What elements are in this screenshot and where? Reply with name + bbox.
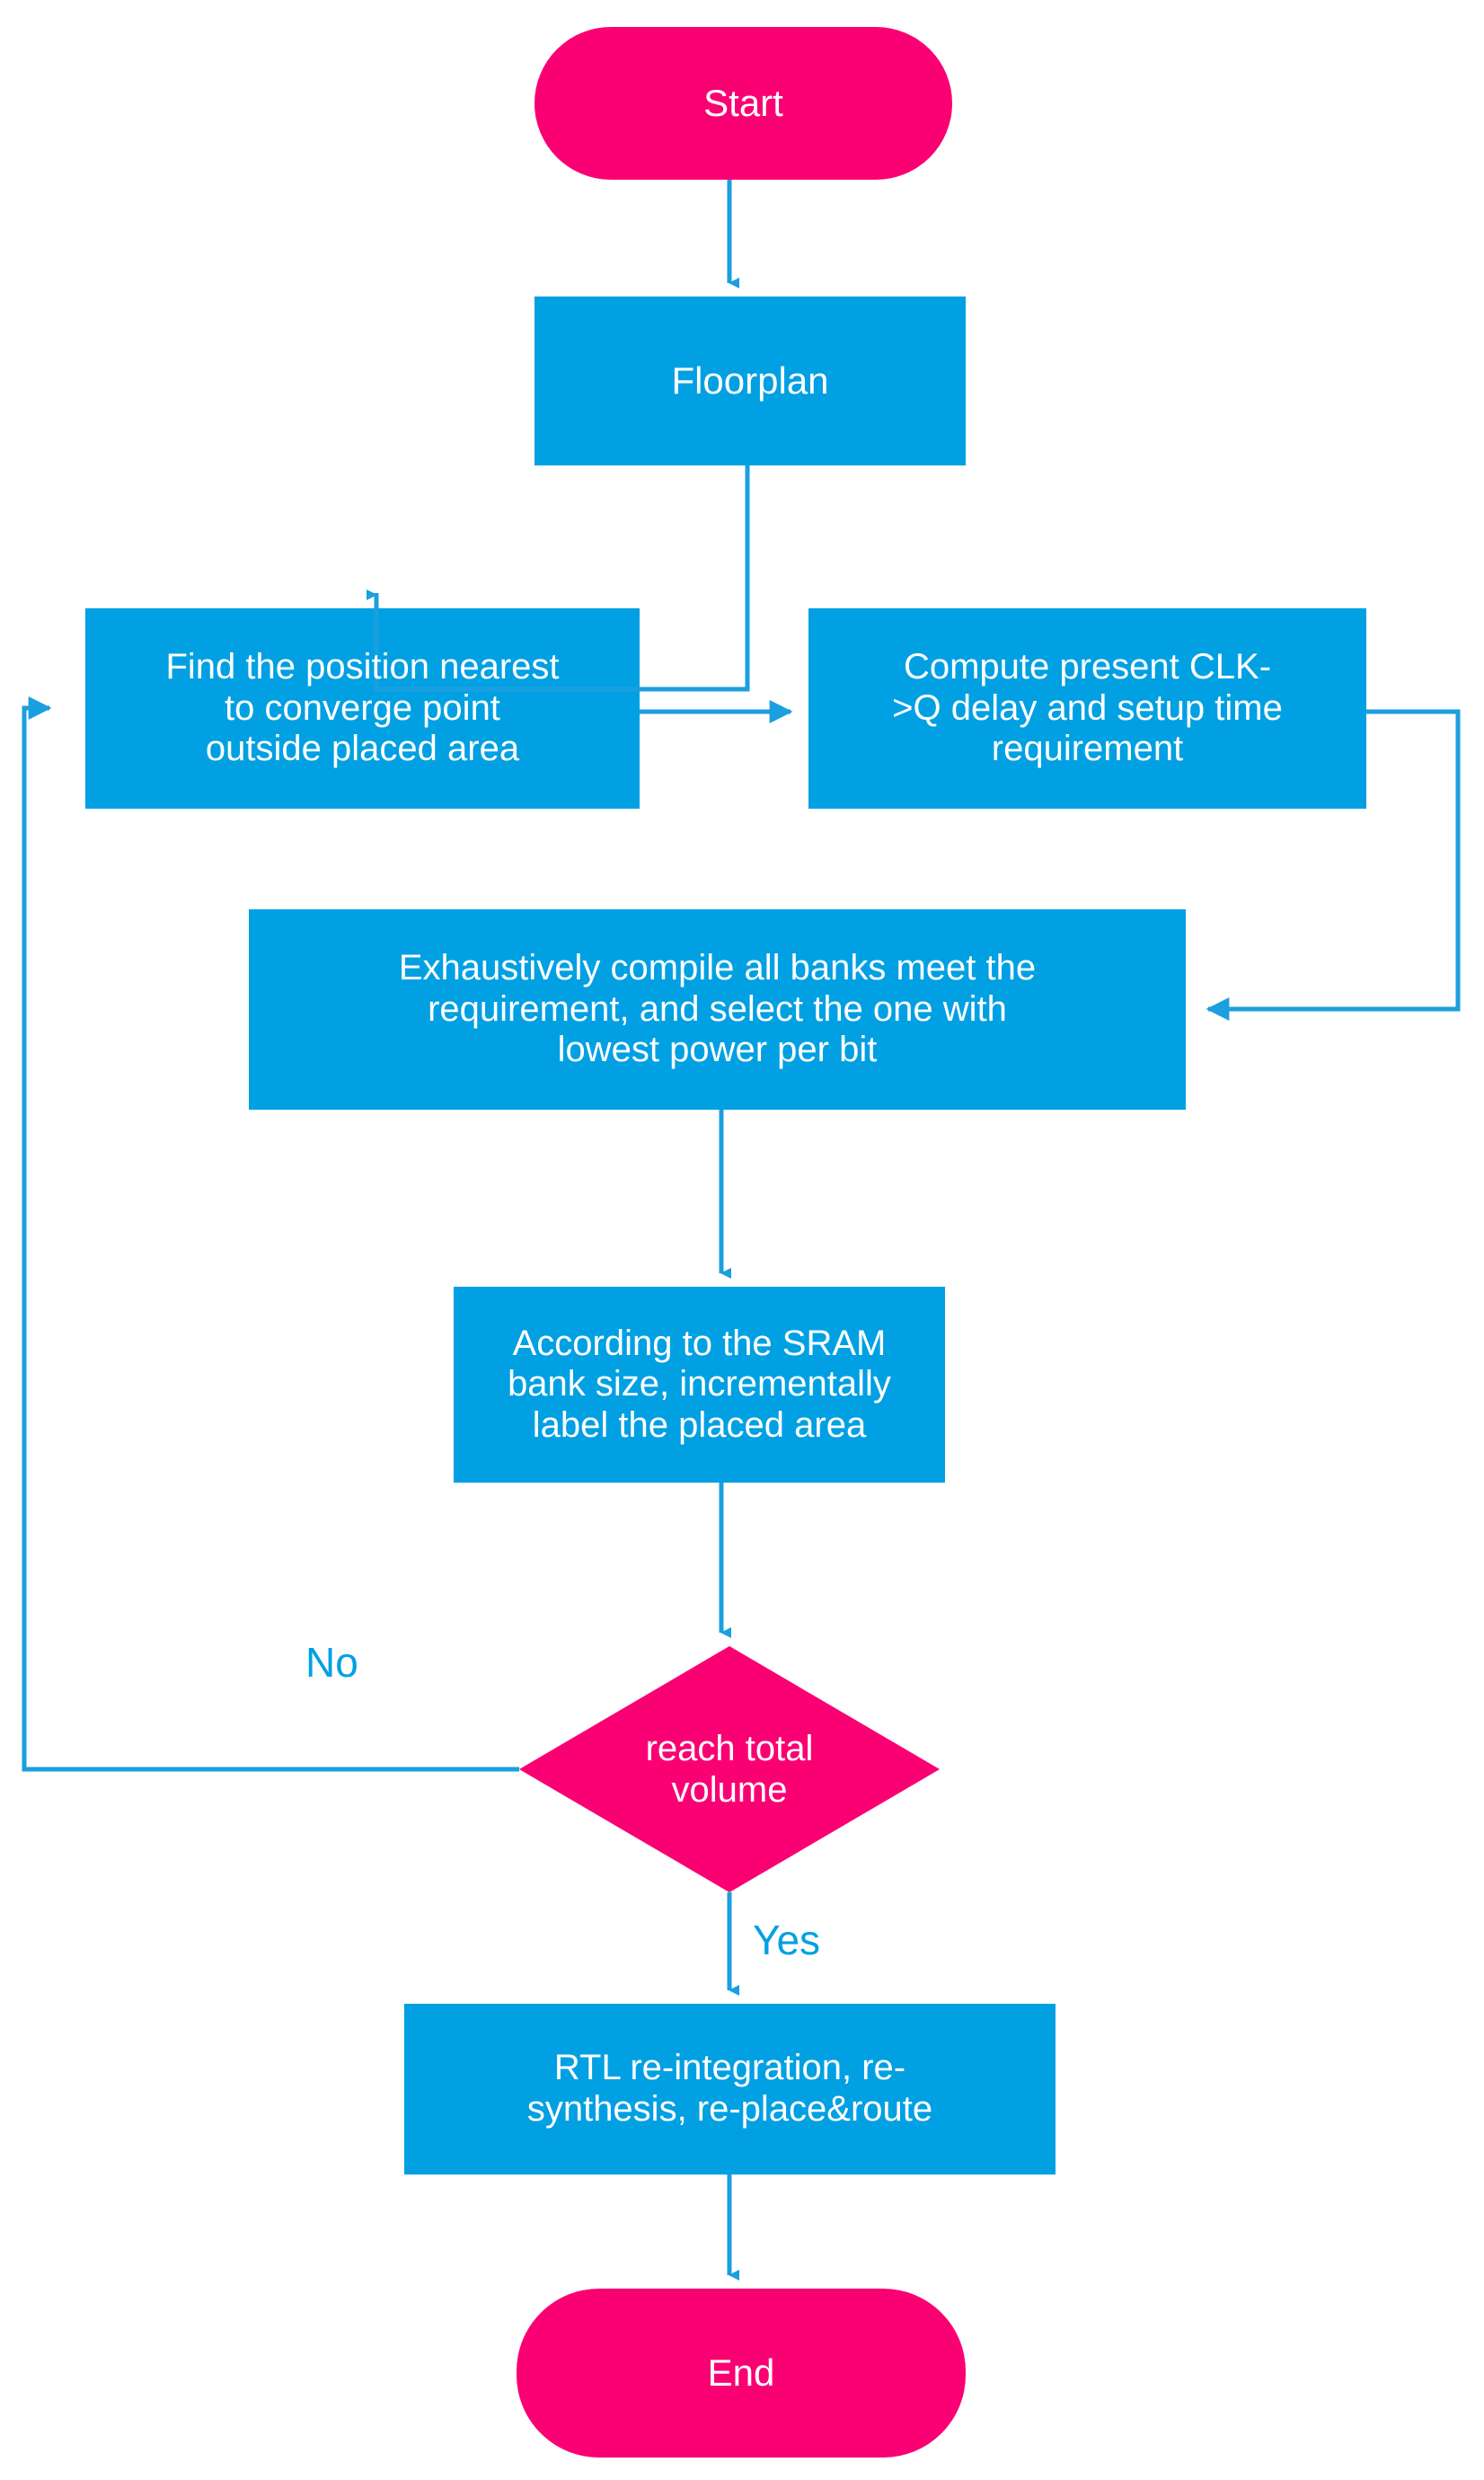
node-label-area-shape[interactable] [454, 1287, 945, 1483]
edge-label-no: No [305, 1639, 358, 1686]
node-reach-total-volume-shape[interactable] [519, 1646, 940, 1892]
edge-compute-delay-to-exhaustive-compile [1206, 709, 1461, 1021]
node-start-shape[interactable] [534, 27, 952, 180]
node-find-position-shape[interactable] [85, 608, 640, 809]
edge-decision-no-to-find-position [22, 696, 519, 1772]
node-floorplan-shape[interactable] [534, 297, 966, 465]
node-end-shape[interactable] [517, 2289, 966, 2458]
node-exhaustive-compile-shape[interactable] [249, 909, 1186, 1110]
node-compute-delay-shape[interactable] [808, 608, 1366, 809]
edge-label-yes: Yes [753, 1917, 821, 1963]
edge-floorplan-to-find-position [374, 465, 750, 692]
node-rtl-reintegration-shape[interactable] [404, 2004, 1056, 2174]
